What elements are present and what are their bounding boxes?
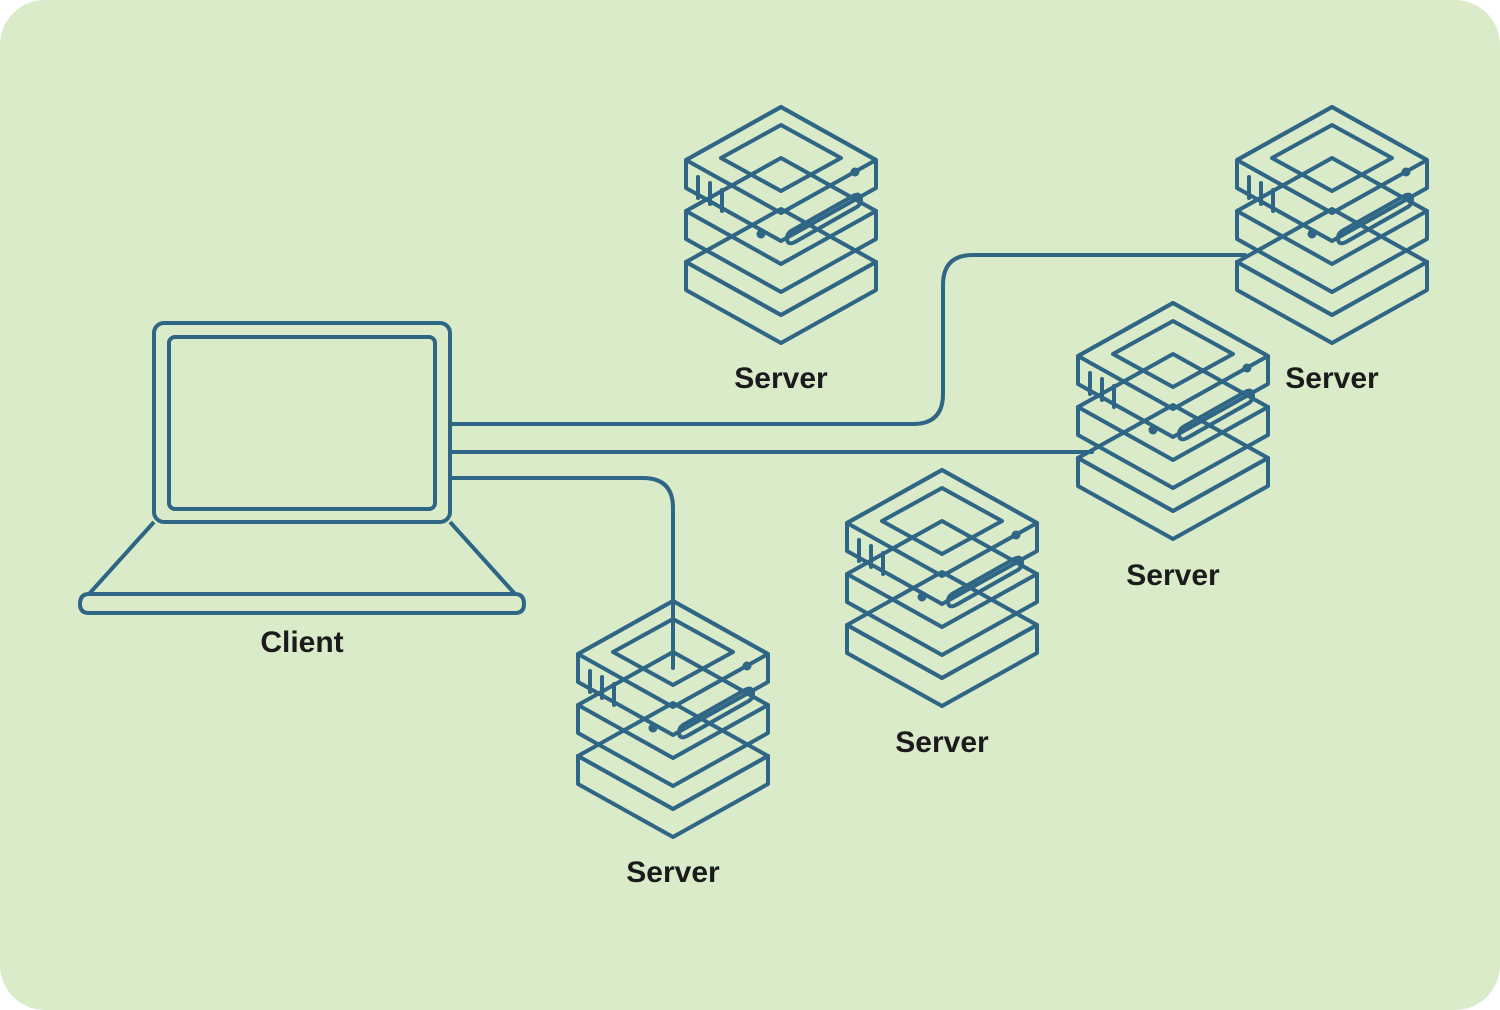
link-client-to-top-right <box>448 253 1247 426</box>
node-label-server-center: Server <box>895 726 989 759</box>
node-label-server-top-right: Server <box>1285 362 1379 395</box>
node-server-middle-right[interactable]: Server <box>1076 301 1270 592</box>
node-label-client: Client <box>260 626 343 659</box>
node-server-top-right[interactable]: Server <box>1235 105 1429 395</box>
node-server-top-left[interactable]: Server <box>684 105 878 395</box>
node-label-server-middle-right: Server <box>1126 559 1220 592</box>
node-label-server-bottom: Server <box>626 856 720 889</box>
node-server-center[interactable]: Server <box>845 468 1039 759</box>
link-layer <box>448 253 1247 670</box>
node-label-server-top-left: Server <box>734 362 828 395</box>
link-client-to-bottom <box>448 476 675 670</box>
node-server-bottom[interactable]: Server <box>576 599 770 889</box>
node-client-1[interactable]: Client <box>78 321 526 659</box>
